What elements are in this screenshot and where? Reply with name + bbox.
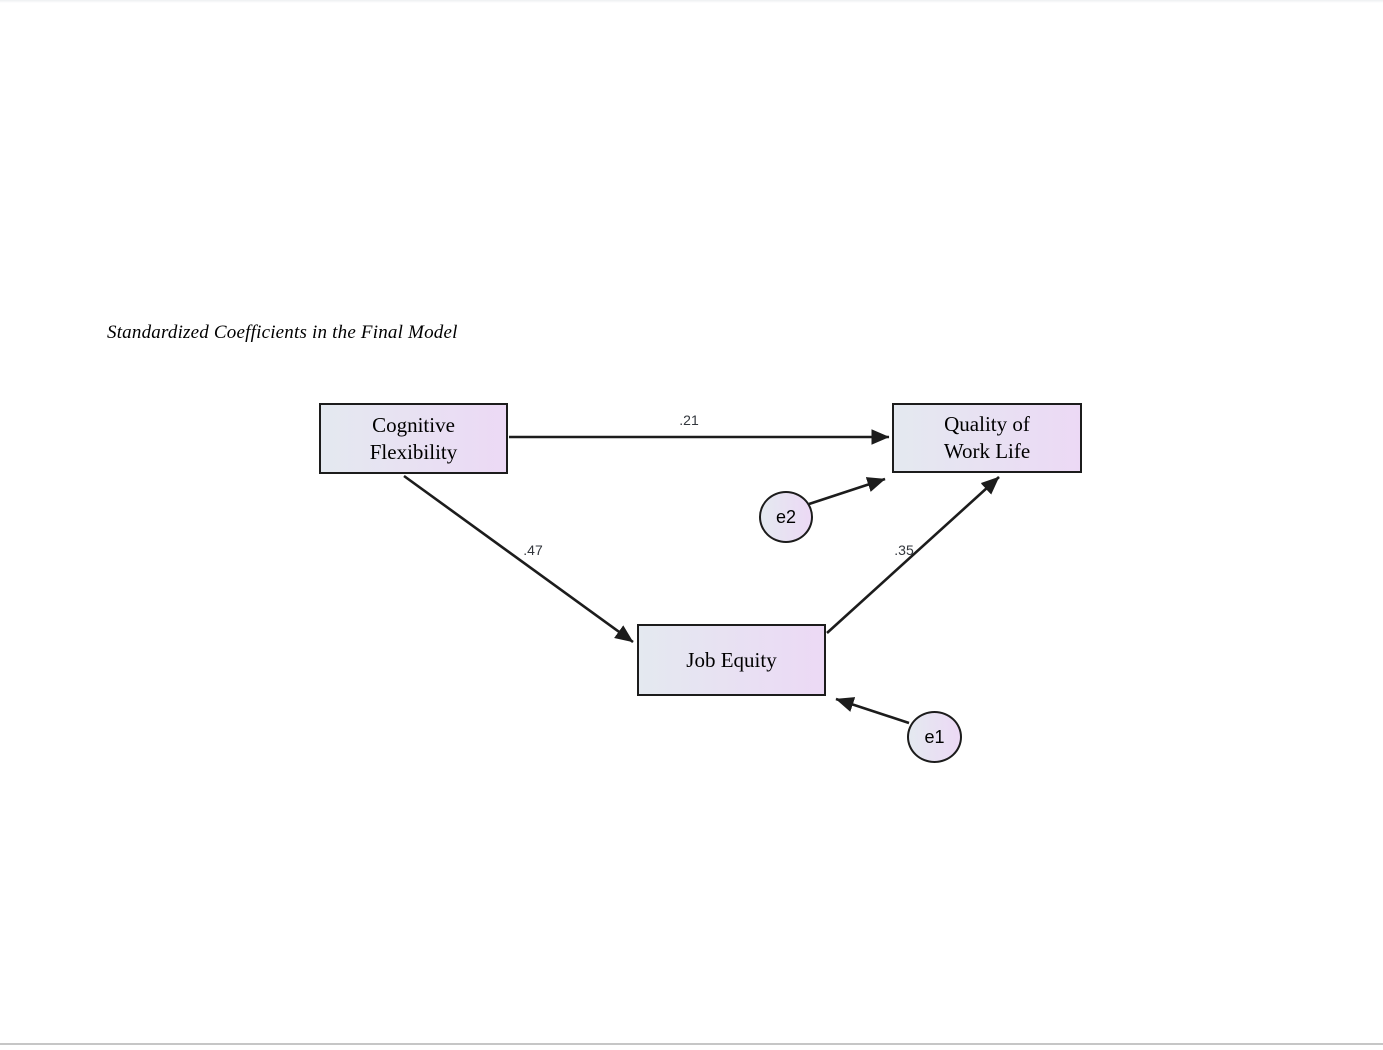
arrow-e2-to-qwl [808, 477, 886, 506]
node-job-equity: Job Equity [637, 624, 826, 696]
error-term-e1: e1 [907, 711, 962, 763]
page-bottom-rule [0, 1043, 1383, 1045]
node-job-equity-label: Job Equity [686, 647, 777, 672]
page-top-edge-shade [0, 0, 1383, 3]
node-quality-of-work-life: Quality of Work Life [892, 403, 1082, 473]
coefficient-cf-to-je: .47 [523, 542, 543, 558]
node-cognitive-flexibility-label-line2: Flexibility [369, 439, 458, 464]
figure-title: Standardized Coefficients in the Final M… [107, 322, 458, 343]
coefficient-je-to-qwl: .35 [894, 542, 914, 558]
error-term-e2: e2 [759, 491, 813, 543]
node-quality-of-work-life-label-line1: Quality of [944, 412, 1030, 436]
arrow-je-to-qwl [826, 476, 1000, 634]
arrow-cf-to-je [403, 474, 634, 644]
node-cognitive-flexibility: Cognitive Flexibility [319, 403, 508, 474]
error-term-e2-label: e2 [775, 506, 797, 527]
node-cognitive-flexibility-label-line1: Cognitive [372, 412, 455, 437]
coefficient-cf-to-qwl: .21 [679, 412, 699, 428]
error-term-e1-label: e1 [924, 726, 945, 747]
node-quality-of-work-life-label-line2: Work Life [943, 439, 1031, 463]
arrow-e1-to-je [835, 697, 910, 725]
